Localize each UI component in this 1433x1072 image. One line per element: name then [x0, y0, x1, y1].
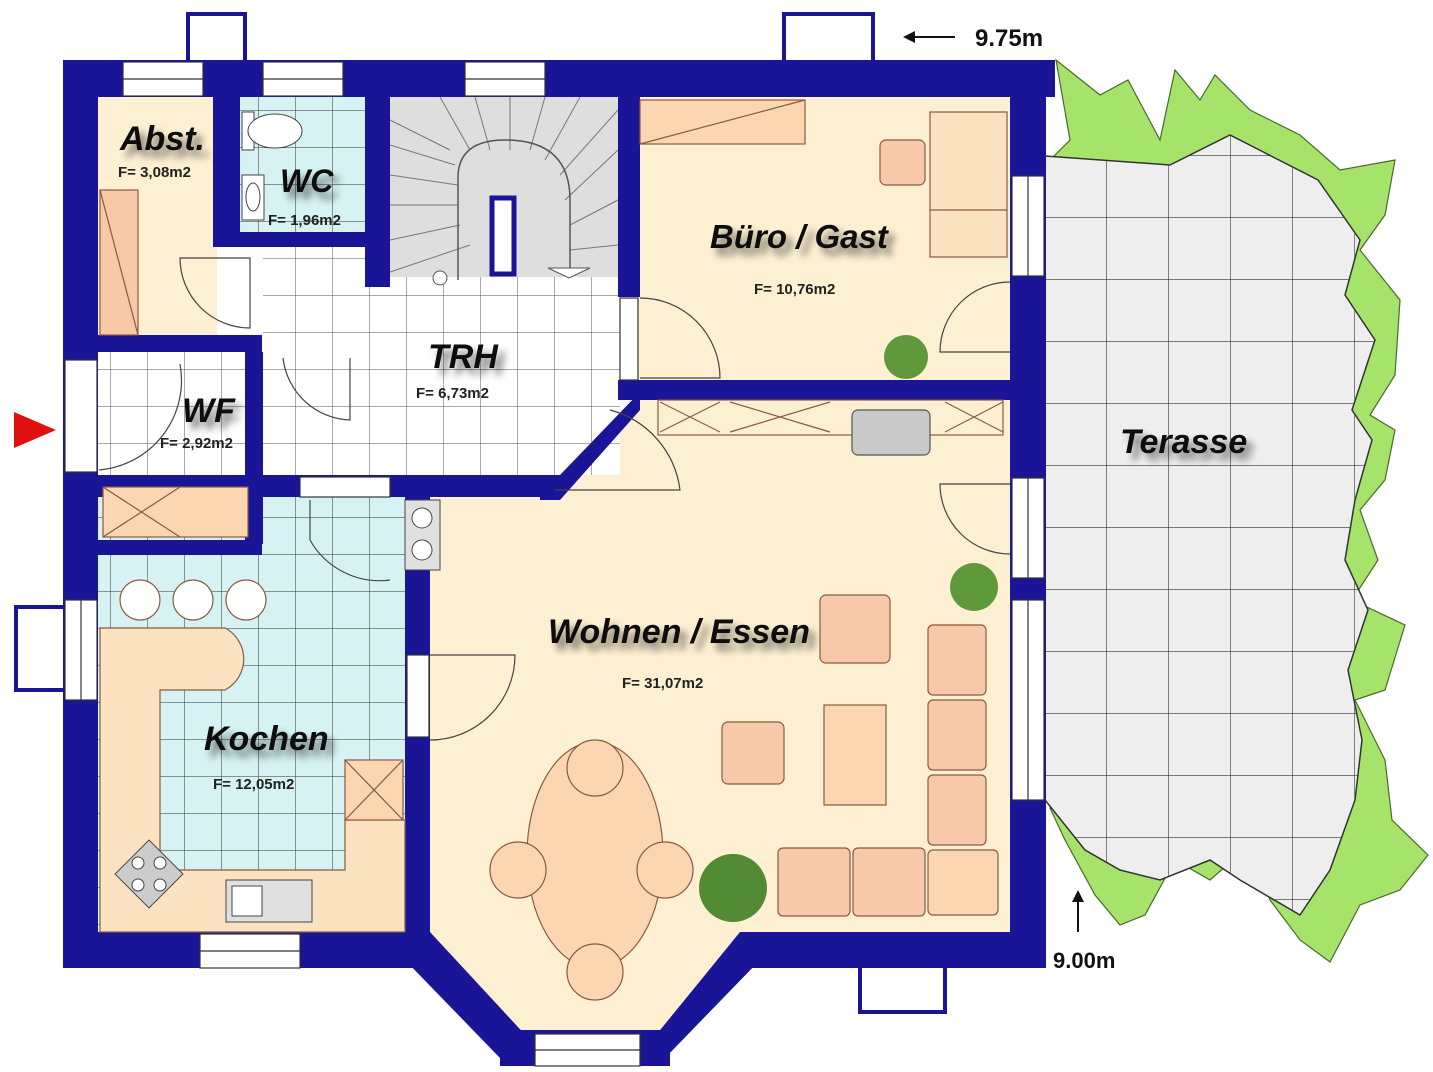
room-name-terasse: Terasse [1120, 423, 1247, 461]
room-area-buero: F= 10,76m2 [754, 281, 835, 298]
stove-icon [114, 499, 441, 909]
room-name-buero: Büro / Gast [710, 218, 890, 255]
staircase [389, 96, 619, 286]
sink-icon [241, 174, 265, 221]
room-labels: Abst. F= 3,08m2 WC F= 1,96m2 TRH F= 6,73… [118, 120, 1247, 793]
windows [64, 61, 1045, 1067]
room-name-abst: Abst. [119, 120, 205, 158]
kitchen-sink-icon [225, 879, 313, 923]
room-area-abst: F= 3,08m2 [118, 164, 191, 181]
dimension-width: 9.75m [903, 25, 1043, 52]
room-name-wf: WF [182, 392, 236, 430]
room-area-kochen: F= 12,05m2 [213, 776, 294, 793]
room-area-trh: F= 6,73m2 [416, 385, 489, 402]
furniture [99, 99, 1008, 1001]
doors [98, 257, 1011, 741]
window-frames [14, 12, 947, 1014]
terrace-floor [1044, 134, 1376, 917]
width-label: 9.75m [975, 25, 1043, 52]
room-area-wc: F= 1,96m2 [268, 212, 341, 229]
room-area-wohnen: F= 31,07m2 [622, 675, 703, 692]
room-name-trh: TRH [428, 338, 499, 376]
room-name-wohnen: Wohnen / Essen [548, 613, 810, 651]
dimension-depth: 9.00m [1053, 890, 1115, 973]
plant-icon [699, 335, 998, 922]
entrance-arrow-icon [14, 412, 56, 448]
toilet-icon [241, 111, 303, 151]
room-area-wf: F= 2,92m2 [160, 435, 233, 452]
room-name-kochen: Kochen [204, 720, 329, 758]
depth-label: 9.00m [1053, 948, 1115, 973]
room-name-wc: WC [280, 163, 334, 199]
